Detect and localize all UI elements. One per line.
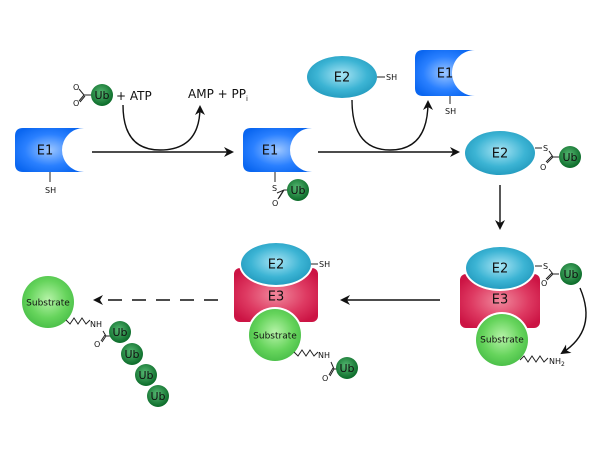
oxygen-label: O [73,83,79,92]
svg-text:Substrate: Substrate [480,336,524,346]
svg-text:E3: E3 [268,290,285,305]
svg-text:Substrate: Substrate [253,332,297,342]
svg-text:Ub: Ub [562,151,577,164]
svg-text:O: O [541,279,547,288]
svg-text:E1: E1 [37,144,54,159]
svg-text:S: S [272,184,277,193]
polyubiquitinated-substrate: Substrate NH O Ub Ub Ub Ub [22,276,169,407]
svg-text:Ub: Ub [138,369,153,382]
svg-text:O: O [94,340,100,349]
svg-text:Substrate: Substrate [26,299,70,309]
svg-text:O: O [272,199,278,208]
svg-text:Ub: Ub [563,268,578,281]
svg-text:S: S [543,262,548,271]
e3-complex-product: E2 E3 SH Substrate NH O Ub [234,241,358,383]
svg-text:E2: E2 [492,262,509,277]
transfer-arrow [351,99,433,151]
svg-text:E1: E1 [437,67,454,82]
svg-text:O: O [540,163,546,172]
svg-text:E2: E2 [334,71,351,86]
svg-text:NH: NH [90,320,102,329]
oxygen-label: O [73,99,79,108]
amp-ppi-label: AMP + PPi [188,87,248,103]
svg-text:E3: E3 [492,293,509,308]
e1-released: E1 SH [415,50,475,116]
e1-ub-thioester: E1 S O Ub [243,128,312,208]
svg-text:Ub: Ub [290,184,305,197]
e3-complex-loaded: E2 E3 Substrate S O Ub NH2 [460,245,582,368]
ub-label: Ub [94,89,109,102]
svg-text:S: S [543,144,548,153]
svg-text:E2: E2 [268,258,285,273]
svg-text:SH: SH [45,186,56,195]
atp-label: + ATP [116,89,152,103]
e1-enzyme: E1 SH [15,128,84,195]
svg-text:NH: NH [318,351,330,360]
svg-text:SH: SH [386,73,397,82]
svg-text:SH: SH [319,260,330,269]
ub-transfer-arrow [560,287,587,355]
svg-text:E1: E1 [262,144,279,159]
ub-circle [91,84,113,106]
svg-text:Ub: Ub [339,362,354,375]
amine-label: NH2 [549,357,565,368]
svg-text:O: O [322,374,328,383]
svg-text:E2: E2 [492,147,509,162]
e2-free: E2 SH [307,56,397,98]
svg-text:SH: SH [445,107,456,116]
svg-text:Ub: Ub [112,326,127,339]
e2-ub-thioester: E2 S O Ub [465,131,581,175]
svg-text:Ub: Ub [150,390,165,403]
svg-text:Ub: Ub [124,348,139,361]
free-ubiquitin: O O Ub [73,83,113,108]
atp-consumption-arrow [122,104,205,151]
